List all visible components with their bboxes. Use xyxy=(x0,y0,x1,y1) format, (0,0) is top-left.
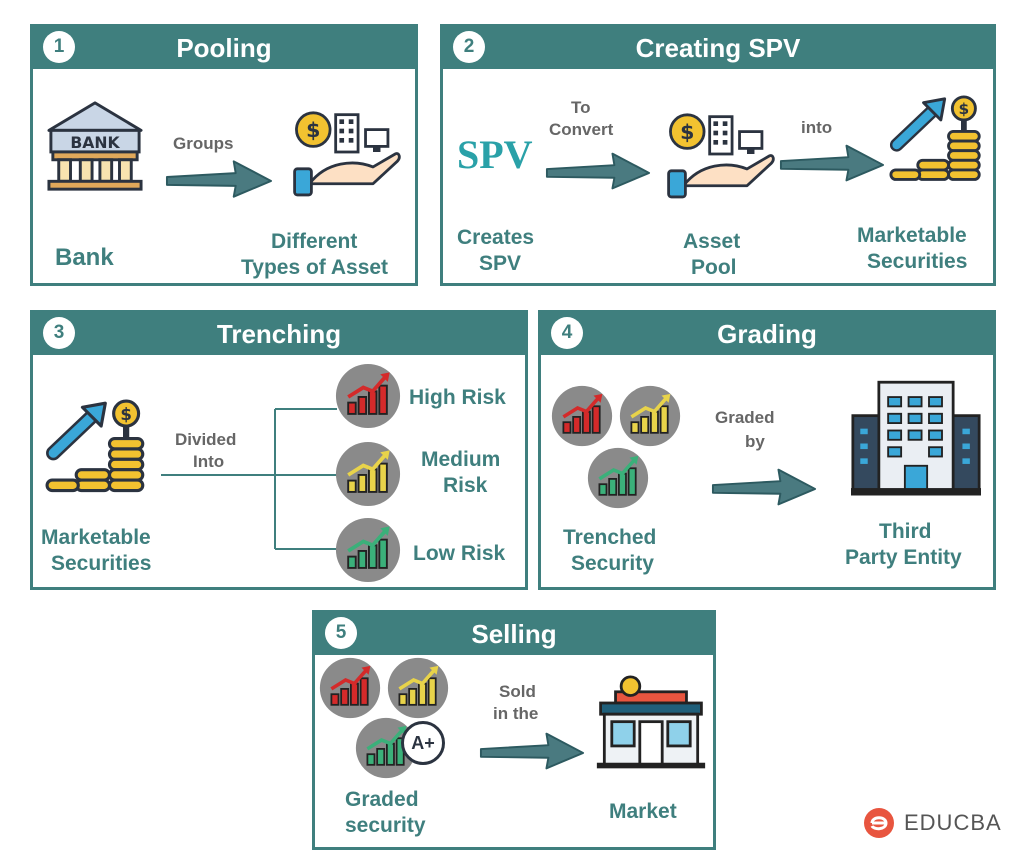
panel-title: Selling xyxy=(471,619,557,649)
arrow-icon xyxy=(165,159,273,199)
medium-risk-line2: Risk xyxy=(443,474,488,497)
asset-pool-line2: Pool xyxy=(691,256,737,279)
marketable-securities-line2: Securities xyxy=(867,250,968,273)
groups-label: Groups xyxy=(173,134,234,153)
step-number: 2 xyxy=(453,31,485,63)
panel-header: 5 Selling xyxy=(315,613,713,655)
panel-header: 3 Trenching xyxy=(33,313,525,355)
step-number: 3 xyxy=(43,317,75,349)
graded-by-line1: Graded xyxy=(715,408,775,427)
high-risk-chart-icon xyxy=(551,385,613,447)
asset-pool-line1: Asset xyxy=(683,230,741,253)
medium-risk-line1: Medium xyxy=(421,448,501,471)
panel-selling: 5 Selling A+ Sold in the Graded security… xyxy=(312,610,716,850)
marketable-securities-line1: Marketable xyxy=(857,224,967,247)
panel-header: 2 Creating SPV xyxy=(443,27,993,69)
low-risk-label: Low Risk xyxy=(413,542,506,565)
panel-title: Trenching xyxy=(216,319,342,349)
divided-into-line1: Divided xyxy=(175,430,237,449)
split-connector xyxy=(161,408,337,550)
third-party-line1: Third xyxy=(879,520,932,543)
graded-by-line2: by xyxy=(745,432,765,451)
grade-badge-icon: A+ xyxy=(401,721,445,765)
panel-grading: 4 Grading Trenched Security Graded by Th… xyxy=(538,310,996,590)
asset-hand-icon xyxy=(289,105,401,199)
arrow-icon xyxy=(479,731,585,771)
medium-risk-chart-icon xyxy=(335,441,401,507)
high-risk-chart-icon xyxy=(319,657,381,719)
into-label: into xyxy=(801,118,833,137)
to-convert-line1: To xyxy=(571,98,591,117)
arrow-icon xyxy=(545,151,651,191)
divided-into-line2: Into xyxy=(193,452,225,471)
building-icon xyxy=(851,375,981,499)
arrow-icon xyxy=(779,143,885,183)
step-number: 1 xyxy=(43,31,75,63)
high-risk-label: High Risk xyxy=(409,386,506,409)
sold-in-the-line1: Sold xyxy=(499,682,536,701)
educba-logo-icon xyxy=(864,808,894,838)
marketable-securities-line1: Marketable xyxy=(41,526,151,549)
panel-title: Grading xyxy=(717,319,817,349)
bank-icon xyxy=(41,99,149,197)
graded-security-line2: security xyxy=(345,814,426,837)
trenched-security-line2: Security xyxy=(571,552,654,575)
market-label: Market xyxy=(609,800,677,823)
third-party-line2: Party Entity xyxy=(845,546,962,569)
marketable-securities-line2: Securities xyxy=(51,552,152,575)
spv-logo: SPV xyxy=(457,132,533,177)
medium-risk-chart-icon xyxy=(619,385,681,447)
panel-creating-spv: 2 Creating SPV SPV To Convert into Creat… xyxy=(440,24,996,286)
panel-pooling: 1 Pooling Groups Bank Different Types of… xyxy=(30,24,418,286)
market-shop-icon xyxy=(595,665,707,769)
step-number: 4 xyxy=(551,317,583,349)
asset-label-line2: Types of Asset xyxy=(241,256,389,279)
trenched-security-line1: Trenched xyxy=(563,526,657,549)
graded-security-line1: Graded xyxy=(345,788,419,811)
creates-spv-line2: SPV xyxy=(479,252,522,275)
low-risk-chart-icon xyxy=(587,447,649,509)
panel-trenching: 3 Trenching Marketable Securities Divide… xyxy=(30,310,528,590)
creates-spv-line1: Creates xyxy=(457,226,535,249)
medium-risk-chart-icon xyxy=(387,657,449,719)
bank-label: Bank xyxy=(55,244,114,271)
step-number: 5 xyxy=(325,617,357,649)
panel-header: 1 Pooling xyxy=(33,27,415,69)
brand-name: EDUCBA xyxy=(904,810,1002,835)
panel-title: Creating SPV xyxy=(635,33,801,63)
low-risk-chart-icon xyxy=(335,517,401,583)
asset-hand-icon xyxy=(663,107,775,201)
asset-label-line1: Different xyxy=(271,230,358,253)
sold-in-the-line2: in the xyxy=(493,704,539,723)
arrow-icon xyxy=(711,467,817,507)
panel-title: Pooling xyxy=(176,33,272,63)
high-risk-chart-icon xyxy=(335,363,401,429)
coins-growth-icon xyxy=(889,95,985,191)
coins-growth-icon xyxy=(45,399,149,503)
panel-header: 4 Grading xyxy=(541,313,993,355)
to-convert-line2: Convert xyxy=(549,120,614,139)
